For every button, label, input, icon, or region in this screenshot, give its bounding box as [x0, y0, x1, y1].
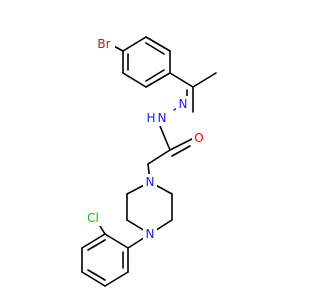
molecule-structure-diagram: Br H N N O N N Cl — [81, 36, 217, 287]
atom-n-piperazine-top: N — [143, 174, 157, 190]
bromophenyl-ring — [122, 36, 171, 88]
atom-cl: Cl — [82, 210, 104, 226]
svg-text:N: N — [146, 227, 155, 241]
svg-text:N: N — [179, 97, 188, 111]
svg-text:Br: Br — [97, 37, 110, 51]
atom-br: Br — [93, 36, 115, 52]
chlorophenyl-ring — [81, 233, 129, 287]
atom-o-carbonyl: O — [192, 130, 206, 146]
atom-n-imine: N — [176, 96, 190, 112]
svg-text:H: H — [146, 111, 155, 125]
svg-text:N: N — [146, 175, 155, 189]
amide-group — [147, 125, 195, 183]
svg-text:N: N — [158, 111, 167, 125]
svg-text:O: O — [194, 131, 203, 145]
atom-nh-hydrazone: H N — [144, 110, 172, 126]
atom-n-piperazine-bottom: N — [143, 226, 157, 242]
svg-text:Cl: Cl — [87, 211, 99, 225]
